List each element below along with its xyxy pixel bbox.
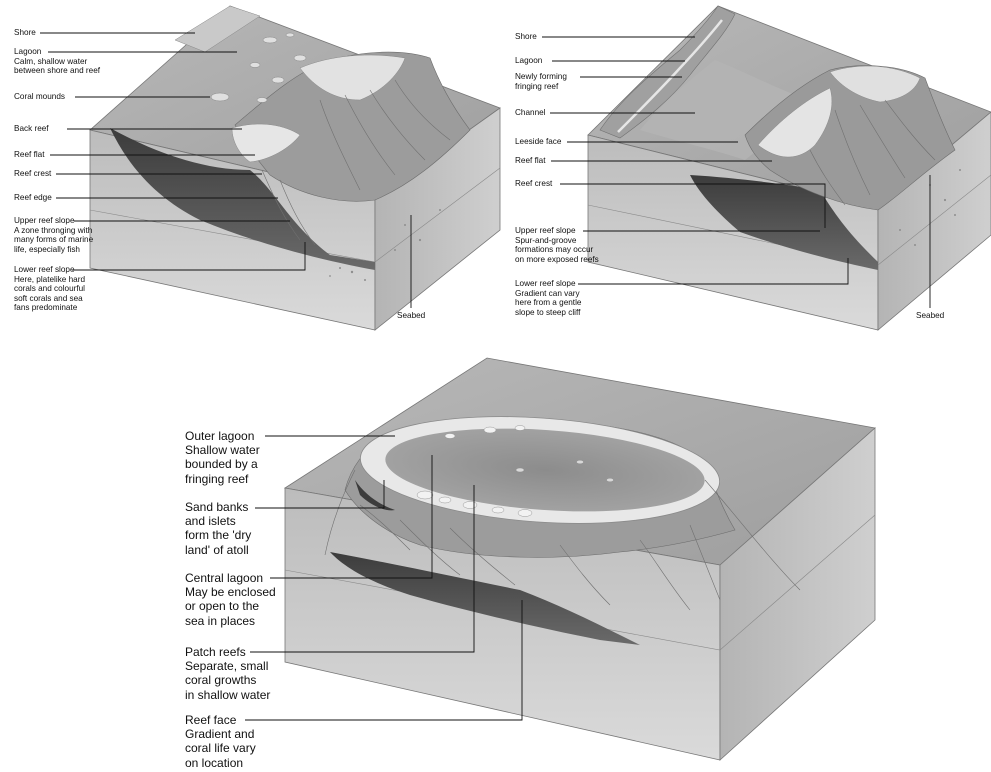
br-upper-slope-title: Upper reef slope	[515, 226, 599, 236]
br-reef-flat-title: Reef flat	[515, 156, 546, 166]
fr-shore-title: Shore	[14, 28, 36, 38]
fr-label-reef-edge: Reef edge	[14, 193, 52, 203]
atoll-central-lagoon-title: Central lagoon	[185, 571, 276, 585]
br-label-leeside-face: Leeside face	[515, 137, 561, 147]
atoll-patch-reefs-desc: Separate, small coral growths in shallow…	[185, 659, 270, 702]
fringing-reef-block	[90, 6, 500, 330]
fr-label-reef-flat: Reef flat	[14, 150, 45, 160]
atoll-reef-face-title: Reef face	[185, 713, 256, 727]
br-leeside-title: Leeside face	[515, 137, 561, 147]
br-label-lower-reef-slope: Lower reef slope Gradient can vary here …	[515, 279, 581, 317]
fr-lower-slope-title: Lower reef slope	[14, 265, 85, 275]
atoll-label-sand-banks: Sand banks and islets form the 'dry land…	[185, 500, 251, 557]
atoll-patch-reefs-title: Patch reefs	[185, 645, 270, 659]
fr-upper-slope-desc: A zone thronging with many forms of mari…	[14, 226, 93, 255]
atoll-central-lagoon-desc: May be enclosed or open to the sea in pl…	[185, 585, 276, 628]
barrier-reef-block	[588, 6, 991, 330]
fr-coral-mounds-title: Coral mounds	[14, 92, 65, 102]
fr-reef-flat-title: Reef flat	[14, 150, 45, 160]
br-label-newly-forming: Newly forming fringing reef	[515, 72, 567, 91]
atoll-label-patch-reefs: Patch reefs Separate, small coral growth…	[185, 645, 270, 702]
fr-reef-crest-title: Reef crest	[14, 169, 51, 179]
fr-upper-slope-title: Upper reef slope	[14, 216, 93, 226]
br-label-reef-flat: Reef flat	[515, 156, 546, 166]
br-label-seabed: Seabed	[916, 311, 944, 321]
br-reef-crest-title: Reef crest	[515, 179, 552, 189]
br-seabed-title: Seabed	[916, 311, 944, 321]
fr-reef-edge-title: Reef edge	[14, 193, 52, 203]
br-channel-title: Channel	[515, 108, 546, 118]
atoll-block	[285, 358, 875, 760]
br-label-reef-crest: Reef crest	[515, 179, 552, 189]
atoll-label-central-lagoon: Central lagoon May be enclosed or open t…	[185, 571, 276, 628]
fr-lagoon-title: Lagoon	[14, 47, 100, 57]
br-label-channel: Channel	[515, 108, 546, 118]
atoll-label-outer-lagoon: Outer lagoon Shallow water bounded by a …	[185, 429, 260, 486]
atoll-reef-face-desc: Gradient and coral life vary on location	[185, 727, 256, 770]
br-upper-slope-desc: Spur-and-groove formations may occur on …	[515, 236, 599, 265]
atoll-label-reef-face: Reef face Gradient and coral life vary o…	[185, 713, 256, 770]
br-newly-forming-desc: fringing reef	[515, 82, 567, 92]
fr-label-reef-crest: Reef crest	[14, 169, 51, 179]
fr-lagoon-desc: Calm, shallow water between shore and re…	[14, 57, 100, 76]
fr-back-reef-title: Back reef	[14, 124, 49, 134]
fr-label-lagoon: Lagoon Calm, shallow water between shore…	[14, 47, 100, 76]
atoll-sand-banks-desc: and islets form the 'dry land' of atoll	[185, 514, 251, 557]
br-lagoon-title: Lagoon	[515, 56, 542, 66]
br-label-upper-reef-slope: Upper reef slope Spur-and-groove formati…	[515, 226, 599, 264]
br-lower-slope-title: Lower reef slope	[515, 279, 581, 289]
br-lower-slope-desc: Gradient can vary here from a gentle slo…	[515, 289, 581, 318]
fr-label-shore: Shore	[14, 28, 36, 38]
fr-lower-slope-desc: Here, platelike hard corals and colourfu…	[14, 275, 85, 313]
fr-seabed-title: Seabed	[397, 311, 425, 321]
br-label-shore: Shore	[515, 32, 537, 42]
fr-label-lower-reef-slope: Lower reef slope Here, platelike hard co…	[14, 265, 85, 313]
fr-label-seabed: Seabed	[397, 311, 425, 321]
atoll-outer-lagoon-title: Outer lagoon	[185, 429, 260, 443]
fr-label-coral-mounds: Coral mounds	[14, 92, 65, 102]
fr-label-upper-reef-slope: Upper reef slope A zone thronging with m…	[14, 216, 93, 254]
fr-label-back-reef: Back reef	[14, 124, 49, 134]
atoll-outer-lagoon-desc: Shallow water bounded by a fringing reef	[185, 443, 260, 486]
br-label-lagoon: Lagoon	[515, 56, 542, 66]
atoll-sand-banks-title: Sand banks	[185, 500, 251, 514]
br-newly-forming-title: Newly forming	[515, 72, 567, 82]
br-shore-title: Shore	[515, 32, 537, 42]
